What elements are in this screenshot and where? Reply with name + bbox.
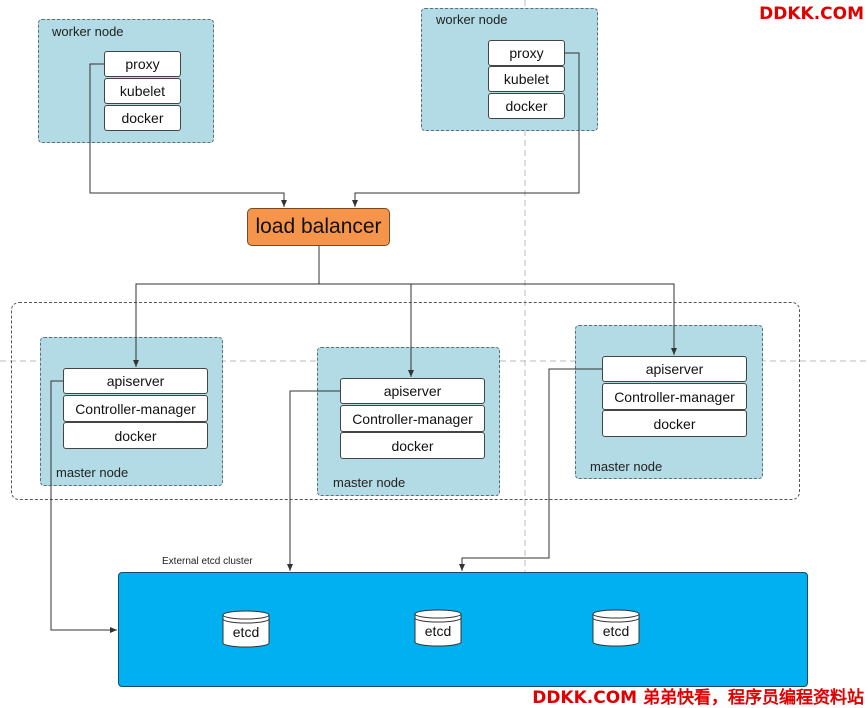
worker-node-2-docker: docker — [488, 93, 565, 119]
worker-node-1-kubelet: kubelet — [104, 78, 181, 104]
master-node-1-apiserver: apiserver — [63, 368, 208, 394]
connector-lb-to-master1 — [133, 283, 319, 367]
connector-master1-to-etcd — [50, 380, 117, 633]
database-icon — [222, 610, 270, 648]
master-node-1-controller-manager: Controller-manager — [63, 395, 208, 422]
master-group-outline — [11, 302, 800, 500]
master-node-2-docker: docker — [340, 432, 485, 459]
worker-node-2-kubelet: kubelet — [488, 66, 565, 92]
master-node-2-controller-manager: Controller-manager — [340, 405, 485, 432]
connector-lb-to-master2 — [319, 283, 414, 377]
load-balancer: load balancer — [247, 208, 390, 246]
connector-worker2-to-lb — [352, 52, 580, 207]
database-icon — [414, 609, 462, 647]
master-node-1-label: master node — [56, 465, 129, 480]
worker-node-1-docker: docker — [104, 105, 181, 131]
connector-master3-to-etcd — [459, 368, 602, 571]
etcd-cluster-label: External etcd cluster — [162, 556, 253, 567]
connector-lb-to-master3 — [411, 283, 677, 355]
etcd-member-3-label: etcd — [602, 623, 630, 639]
etcd-member-2-label: etcd — [424, 623, 452, 639]
master-node-2-label: master node — [333, 475, 406, 490]
database-icon — [592, 609, 640, 647]
etcd-member-1-label: etcd — [232, 624, 260, 640]
etcd-member-2: etcd — [414, 609, 462, 647]
connector-master2-to-etcd — [287, 390, 340, 571]
watermark-bottom: DDKK.COM 弟弟快看，程序员编程资料站 — [532, 688, 864, 708]
worker-node-1-proxy: proxy — [104, 51, 181, 77]
worker-node-2-proxy: proxy — [488, 40, 565, 66]
master-node-3-label: master node — [590, 459, 663, 474]
worker-node-2-label: worker node — [436, 12, 508, 27]
master-node-3-controller-manager: Controller-manager — [602, 383, 747, 410]
master-node-1-docker: docker — [63, 422, 208, 449]
worker-node-1-label: worker node — [52, 24, 124, 39]
master-node-2-apiserver: apiserver — [340, 378, 485, 404]
etcd-member-3: etcd — [592, 609, 640, 647]
etcd-member-1: etcd — [222, 610, 270, 648]
master-node-3-apiserver: apiserver — [602, 356, 747, 382]
master-node-3-docker: docker — [602, 410, 747, 437]
connector-worker1-to-lb — [89, 63, 287, 207]
watermark-top: DDKK.COM — [759, 4, 864, 24]
